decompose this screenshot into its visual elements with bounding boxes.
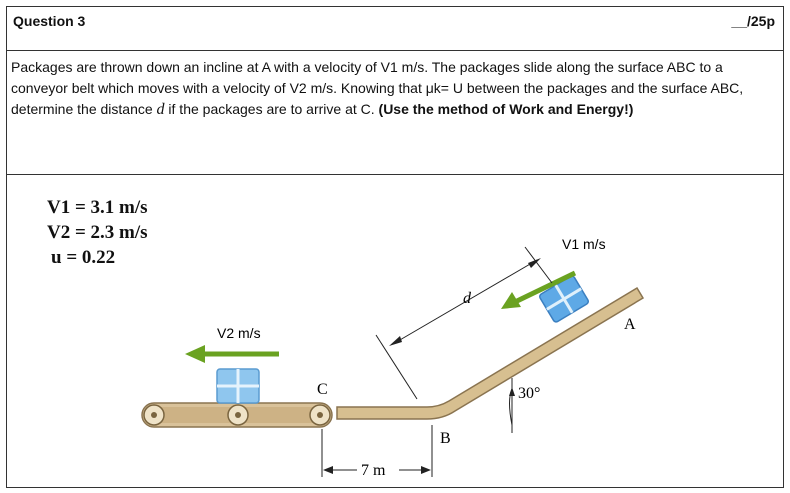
problem-text-after: if the packages are to arrive at C.: [164, 101, 379, 117]
package-on-incline: [538, 275, 590, 323]
method-instruction: (Use the method of Work and Energy!): [378, 101, 634, 117]
given-u: u = 0.22: [51, 247, 116, 268]
dimension-7m: [321, 425, 433, 477]
given-v1: V1 = 3.1 m/s: [47, 197, 148, 218]
label-v2: V2 m/s: [217, 325, 261, 341]
label-c: C: [317, 381, 328, 398]
points-field[interactable]: __/25p: [731, 13, 775, 29]
question-title: Question 3: [13, 13, 86, 29]
label-a: A: [624, 316, 636, 333]
label-b: B: [440, 430, 451, 447]
label-7m: 7 m: [361, 462, 386, 479]
label-angle: 30°: [518, 385, 540, 402]
conveyor-belt: [141, 402, 333, 428]
problem-statement: Packages are thrown down an incline at A…: [7, 51, 783, 175]
distance-symbol: d: [156, 101, 165, 118]
figure-area: V1 = 3.1 m/s V2 = 2.3 m/s u = 0.22: [7, 175, 783, 487]
given-values: V1 = 3.1 m/s V2 = 2.3 m/s u = 0.22: [47, 195, 148, 270]
problem-text-main: Packages are thrown down an incline at A…: [11, 59, 744, 117]
angle-marker: [509, 378, 515, 433]
label-v1: V1 m/s: [562, 236, 606, 252]
velocity-arrow-v2: [185, 345, 279, 363]
label-d: d: [463, 290, 472, 307]
incline-surface: [336, 286, 645, 420]
given-v2: V2 = 2.3 m/s: [47, 222, 148, 243]
package-on-belt: [216, 368, 260, 404]
problem-text: Packages are thrown down an incline at A…: [11, 57, 777, 120]
dimension-d: [375, 246, 553, 400]
mechanics-diagram: V1 m/s V2 m/s A B C d 30° 7 m: [141, 236, 645, 479]
velocity-arrow-v1: [501, 270, 577, 309]
question-header: Question 3 __/25p: [7, 7, 783, 51]
question-frame: Question 3 __/25p Packages are thrown do…: [6, 6, 784, 488]
